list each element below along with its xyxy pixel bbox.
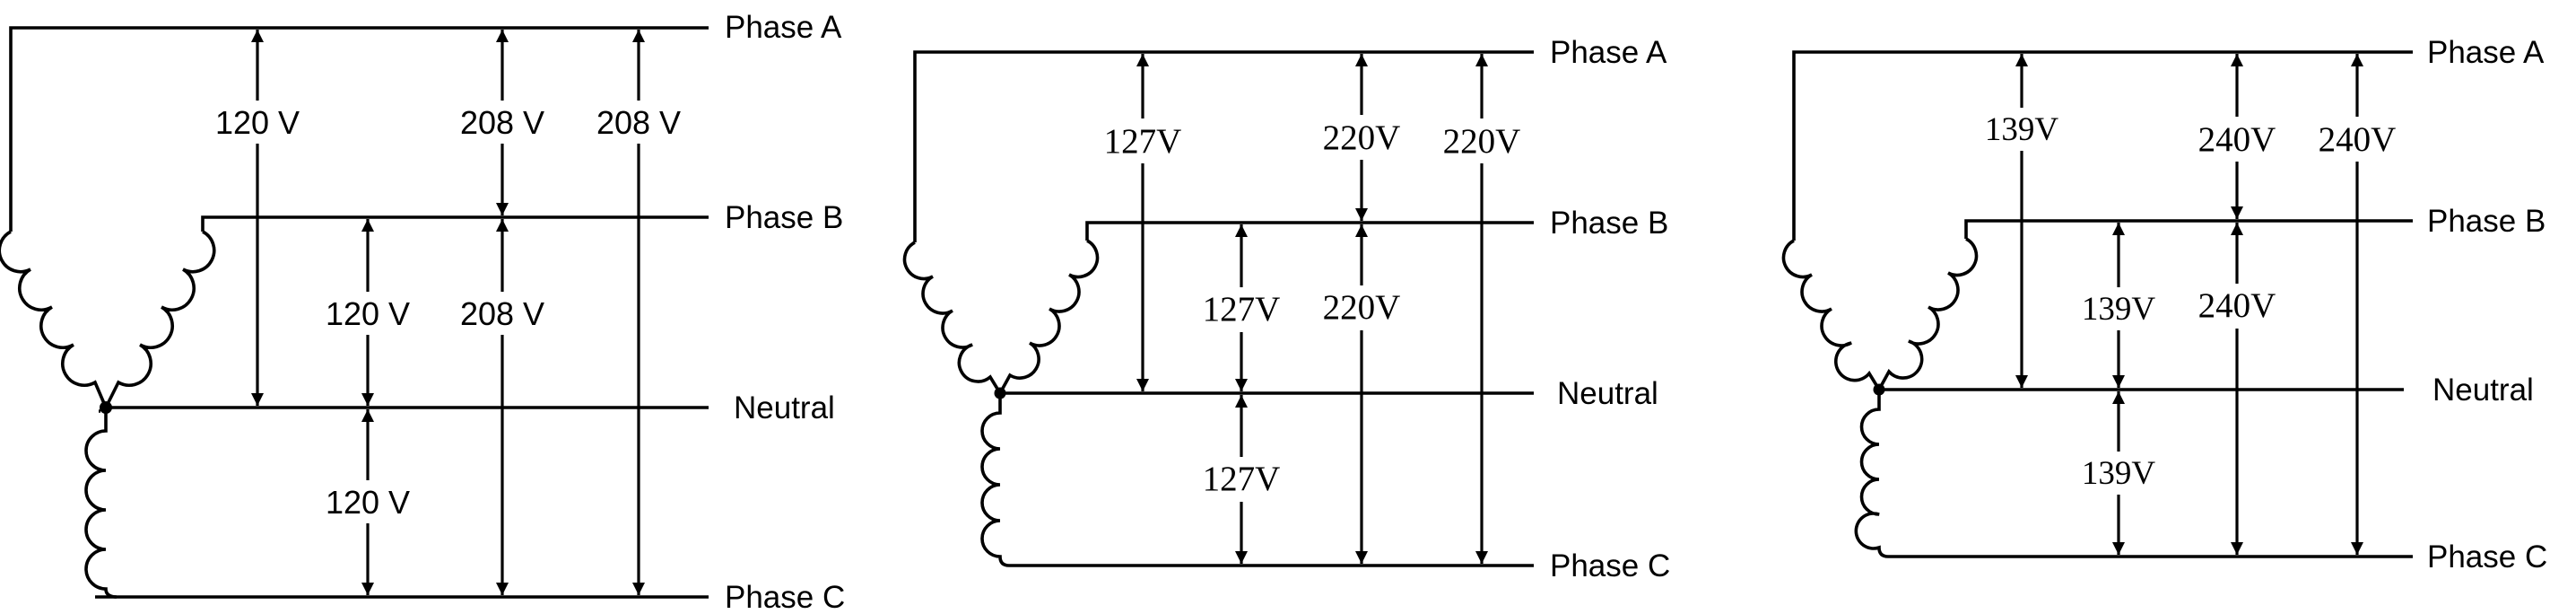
- voltage-label-b-neutral: 139V: [2082, 291, 2156, 328]
- voltage-label-a-neutral: 139V: [1985, 111, 2059, 148]
- winding-b-icon: [998, 239, 1100, 394]
- phase-a-label: Phase A: [725, 10, 842, 45]
- diagram-220y-127: 127V 127V 127V 220V 220V 220V Phase A Ph…: [902, 35, 1670, 583]
- voltage-label-a-b: 220V: [1323, 118, 1401, 157]
- diagram-240y-139: 139V 139V 139V 240V 240V 240V Phase A Ph…: [1781, 35, 2547, 575]
- voltage-label-neutral-c: 120 V: [326, 484, 410, 521]
- winding-a-icon: [0, 230, 108, 408]
- phase-c-label: Phase C: [725, 580, 845, 614]
- voltage-label-b-neutral: 120 V: [326, 295, 410, 332]
- winding-b-icon: [104, 230, 216, 408]
- voltage-label-a-c: 208 V: [596, 104, 681, 141]
- neutral-junction-dot: [100, 401, 112, 414]
- voltage-label-b-c: 208 V: [460, 295, 544, 332]
- phase-a-label: Phase A: [1550, 35, 1667, 70]
- phase-b-label: Phase B: [725, 200, 843, 235]
- winding-a-icon: [1781, 239, 1881, 390]
- voltage-label-a-c: 220V: [1443, 122, 1521, 161]
- voltage-label-neutral-c: 139V: [2082, 455, 2156, 492]
- neutral-label: Neutral: [2432, 373, 2534, 408]
- phase-a-label: Phase A: [2427, 35, 2545, 70]
- phase-c-label: Phase C: [1550, 548, 1670, 583]
- voltage-label-a-b: 240V: [2198, 120, 2276, 159]
- neutral-label: Neutral: [734, 390, 835, 425]
- phase-a-conductor: [1792, 50, 2413, 241]
- diagram-208y-120: 120 V 120 V 120 V 208 V 208 V 208 V Phas…: [0, 10, 845, 614]
- voltage-label-a-b: 208 V: [460, 104, 544, 141]
- phase-b-label: Phase B: [1550, 206, 1668, 241]
- phase-b-conductor: [1085, 221, 1534, 241]
- voltage-label-neutral-c: 127V: [1203, 460, 1281, 498]
- winding-c-icon: [84, 408, 117, 599]
- phase-b-label: Phase B: [2427, 204, 2546, 239]
- neutral-junction-dot: [994, 387, 1006, 399]
- voltage-label-a-neutral: 127V: [1104, 122, 1182, 161]
- phase-c-conductor: [95, 409, 709, 599]
- winding-a-icon: [902, 241, 1002, 394]
- phase-a-conductor: [9, 26, 709, 232]
- winding-b-icon: [1877, 237, 1979, 390]
- voltage-label-a-c: 240V: [2319, 120, 2397, 159]
- neutral-label: Neutral: [1557, 376, 1658, 411]
- winding-c-icon: [1854, 390, 1889, 558]
- phase-c-label: Phase C: [2427, 539, 2547, 575]
- neutral-junction-dot: [1873, 383, 1885, 396]
- voltage-label-a-neutral: 120 V: [215, 104, 300, 141]
- phase-a-conductor: [913, 50, 1534, 242]
- winding-c-icon: [980, 393, 1010, 567]
- voltage-label-b-c: 220V: [1323, 288, 1401, 327]
- voltage-label-b-neutral: 127V: [1203, 290, 1281, 329]
- voltage-label-b-c: 240V: [2198, 286, 2276, 325]
- phase-b-conductor: [201, 215, 709, 232]
- phase-b-conductor: [1964, 219, 2413, 239]
